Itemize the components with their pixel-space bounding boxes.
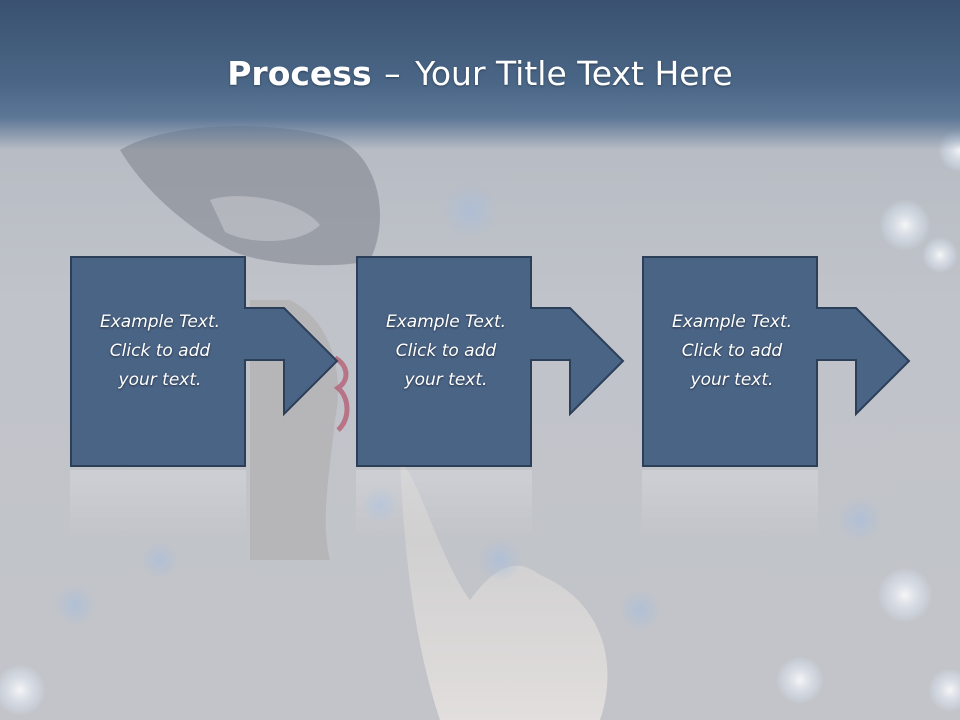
step-text-line-2: Click to add — [395, 341, 497, 361]
title-dash: – — [384, 54, 401, 93]
step-text-line-2: Click to add — [109, 341, 211, 361]
step-text-line-3: your text. — [690, 370, 774, 390]
step-1-reflection — [70, 470, 246, 540]
slide-title[interactable]: Process – Your Title Text Here — [0, 50, 960, 98]
step-3-reflection — [642, 470, 818, 540]
process-step-1[interactable]: Example Text. Click to add your text. — [70, 256, 350, 468]
title-bold-part: Process — [227, 54, 372, 93]
step-arrow-shape — [642, 256, 911, 467]
step-2-reflection — [356, 470, 532, 540]
step-arrow-shape — [356, 256, 625, 467]
step-text[interactable]: Example Text. Click to add your text. — [78, 308, 242, 395]
step-text[interactable]: Example Text. Click to add your text. — [650, 308, 814, 395]
step-text-line-3: your text. — [118, 370, 202, 390]
title-band — [0, 0, 960, 150]
process-step-2[interactable]: Example Text. Click to add your text. — [356, 256, 636, 468]
step-arrow-shape — [70, 256, 339, 467]
title-rest: Your Title Text Here — [415, 54, 733, 93]
step-text-line-1: Example Text. — [385, 312, 507, 332]
step-text[interactable]: Example Text. Click to add your text. — [364, 308, 528, 395]
step-text-line-2: Click to add — [681, 341, 783, 361]
process-step-3[interactable]: Example Text. Click to add your text. — [642, 256, 922, 468]
step-text-line-3: your text. — [404, 370, 488, 390]
step-text-line-1: Example Text. — [99, 312, 221, 332]
step-text-line-1: Example Text. — [671, 312, 793, 332]
